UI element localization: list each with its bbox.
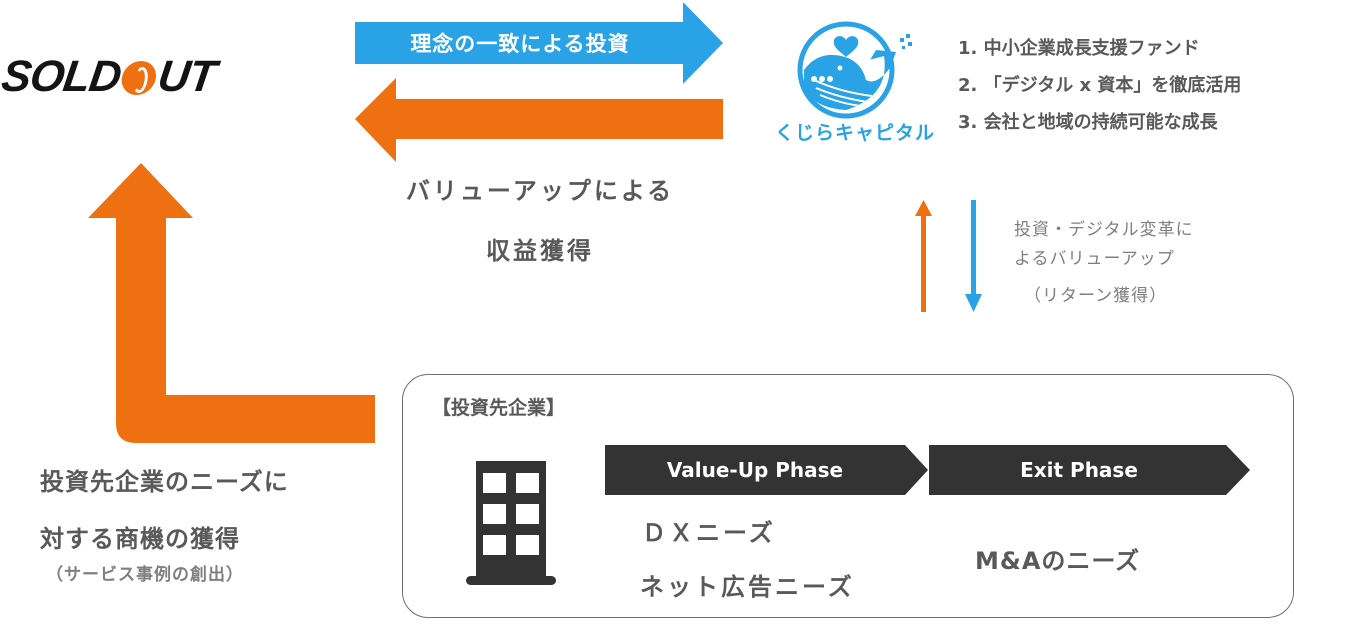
- dx-needs: ＤＸニーズ: [642, 519, 776, 547]
- mission-item: 3. 会社と地域の持続可能な成長: [958, 112, 1218, 133]
- mission-item: 1. 中小企業成長支援ファンド: [958, 38, 1200, 59]
- mission-list: 1. 中小企業成長支援ファンド 2. 「デジタル x 資本」を徹底活用 3. 会…: [958, 30, 1241, 141]
- opportunity-caption-line-2: 対する商機の獲得: [40, 525, 240, 553]
- exit-phase-label: Exit Phase: [1020, 458, 1138, 482]
- ma-needs: M&Aのニーズ: [975, 547, 1141, 575]
- net-ad-needs: ネット広告ニーズ: [640, 573, 855, 601]
- value-up-phase-label: Value-Up Phase: [666, 458, 844, 482]
- return-up-arrow: [915, 200, 932, 312]
- value-up-caption-line-1: 投資・デジタル変革に: [1014, 220, 1194, 240]
- value-up-caption-line-2: よるバリューアップ: [1014, 249, 1175, 269]
- investee-company-box: [402, 374, 1294, 618]
- opportunity-sub-caption: （サービス事例の創出）: [46, 565, 244, 585]
- opportunity-caption-line-1: 投資先企業のニーズに: [40, 468, 289, 496]
- value-up-phase-chevron: [605, 445, 928, 495]
- return-caption-line-1: バリューアップによる: [405, 177, 675, 205]
- return-caption: バリューアップによる 収益獲得: [370, 172, 710, 270]
- return-sub-caption: （リターン獲得）: [1024, 286, 1168, 306]
- mission-item: 2. 「デジタル x 資本」を徹底活用: [958, 75, 1242, 96]
- value-up-caption: 投資・デジタル変革に よるバリューアップ （リターン獲得）: [1014, 216, 1194, 311]
- opportunity-caption: 投資先企業のニーズに 対する商機の獲得 （サービス事例の創出）: [40, 462, 289, 585]
- investment-arrow-label: 理念の一致による投資: [410, 32, 630, 56]
- return-caption-line-2: 収益獲得: [486, 237, 594, 265]
- whale-heart-icon: [797, 21, 912, 119]
- kujira-capital-name: くじらキャピタル: [774, 122, 935, 144]
- company-box-title: 【投資先企業】: [432, 397, 566, 419]
- value-up-down-arrow: [965, 200, 982, 312]
- return-arrow: [355, 78, 723, 162]
- investment-arrow: [355, 2, 723, 84]
- exit-phase-chevron: [929, 445, 1250, 495]
- opportunity-arrow: [88, 163, 375, 443]
